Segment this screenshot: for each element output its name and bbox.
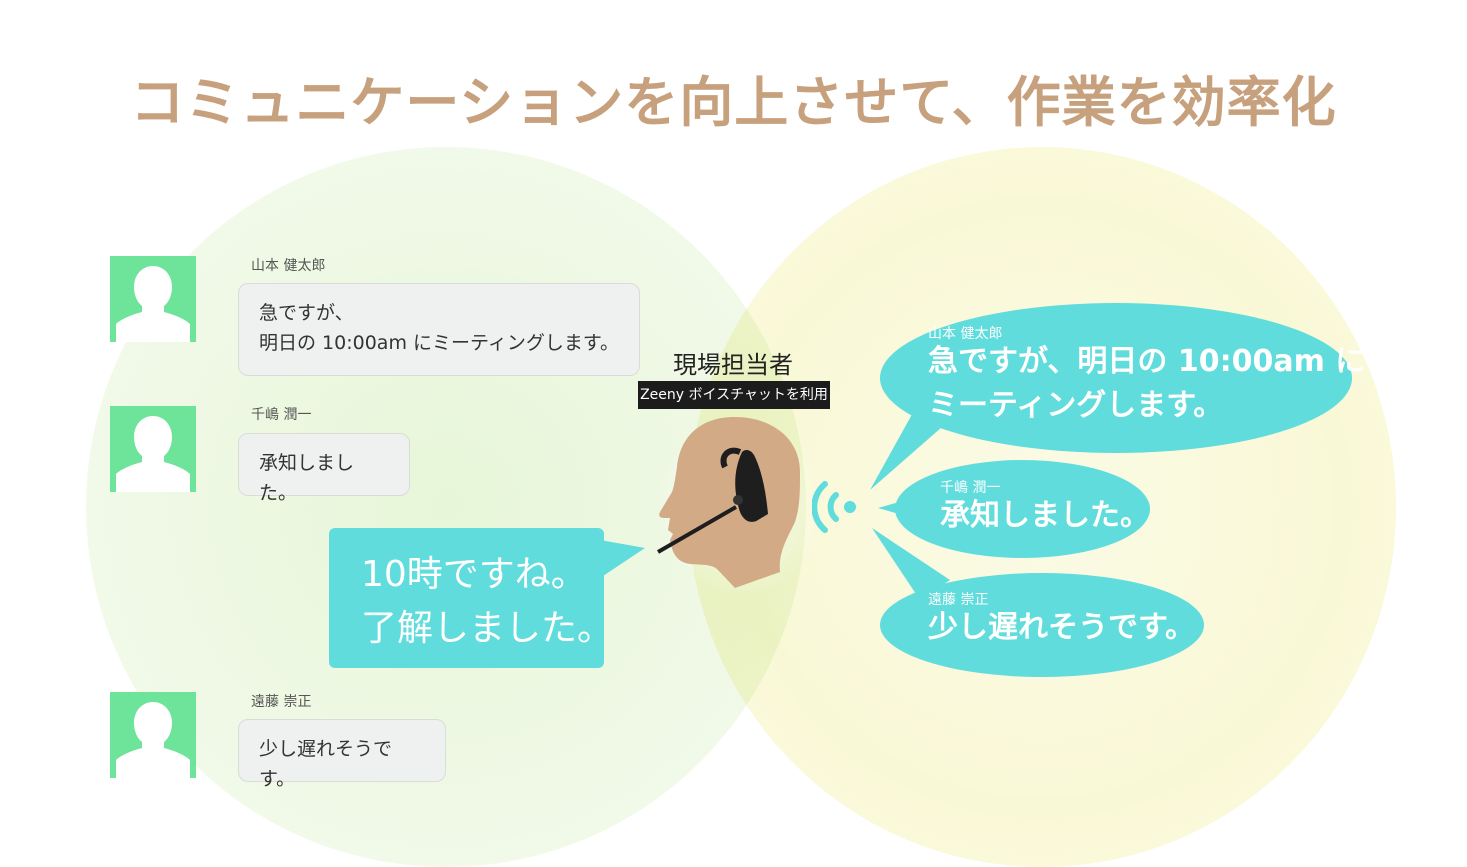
- voice-message-line: ミーティングします。: [928, 388, 1224, 423]
- voice-message-line: 承知しました。: [940, 498, 1150, 533]
- chat-sender-name: 千嶋 潤一: [251, 407, 312, 423]
- worker-sublabel: Zeeny ボイスチャットを利用: [638, 381, 830, 409]
- chat-message-line: 少し遅れそうです。: [259, 738, 393, 790]
- chat-message-bubble: 少し遅れそうです。: [238, 719, 446, 790]
- chat-message-line: 承知しました。: [259, 452, 355, 504]
- user-avatar-icon: [110, 692, 196, 778]
- headset-icon: [735, 449, 768, 522]
- user-avatar-icon: [110, 406, 196, 492]
- voice-sender-name: 千嶋 潤一: [940, 480, 1001, 496]
- reply-message-bubble: 10時ですね。 了解しました。: [329, 528, 614, 668]
- voice-sender-name: 山本 健太郎: [928, 326, 1003, 342]
- chat-sender-name: 山本 健太郎: [251, 258, 326, 274]
- voice-message-line: 急ですが、明日の 10:00am に: [928, 344, 1366, 379]
- wifi-signal-icon: [812, 481, 856, 533]
- worker-head-with-headset: [655, 417, 820, 597]
- voice-message-bubble: [880, 573, 1204, 677]
- chat-message-bubble: 承知しました。: [238, 433, 410, 504]
- reply-line: 了解しました。: [361, 608, 614, 649]
- chat-message-line: 急ですが、: [259, 302, 354, 324]
- voice-message-bubble: [880, 303, 1352, 453]
- reply-line: 10時ですね。: [361, 554, 587, 595]
- voice-sender-name: 遠藤 崇正: [928, 592, 989, 608]
- voice-message-line: 少し遅れそうです。: [928, 610, 1195, 645]
- chat-message-line: 明日の 10:00am にミーティングします。: [259, 332, 619, 354]
- page-title: コミュニケーションを向上させて、作業を効率化: [130, 71, 1337, 134]
- worker-label: 現場担当者: [673, 351, 793, 379]
- reply-bubble-tail: [600, 540, 645, 578]
- chat-message-bubble: 急ですが、 明日の 10:00am にミーティングします。: [238, 283, 640, 376]
- chat-sender-name: 遠藤 崇正: [251, 694, 312, 710]
- user-avatar-icon: [110, 256, 196, 342]
- voice-message-bubble: [895, 460, 1150, 558]
